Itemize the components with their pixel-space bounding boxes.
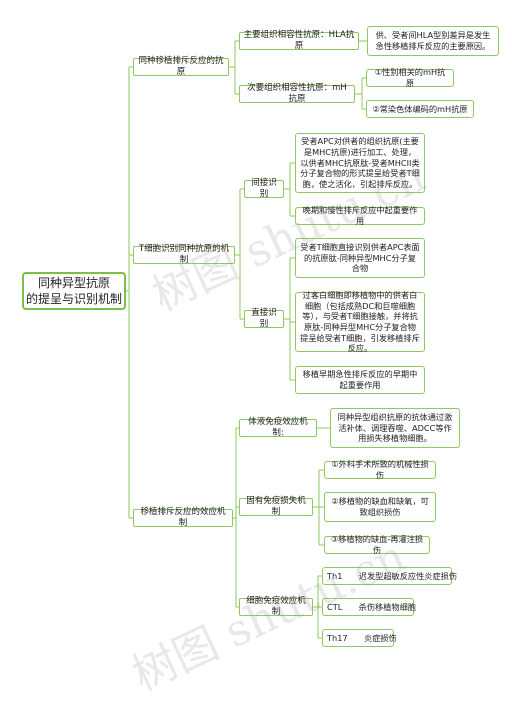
root-node[interactable]: 同种异型抗原 的提呈与识别机制 (22, 272, 126, 310)
leaf-direct-description[interactable]: 受者T细胞直接识别供者APC表面的抗原肽-同种异型MHC分子复合物 (295, 238, 425, 278)
leaf-text: Th17 炎症损伤 (327, 632, 397, 643)
branch-recognition[interactable]: T细胞识别同种抗原的机制 (133, 243, 235, 265)
leaf-text: 受者T细胞直接识别供者APC表面的抗原肽-同种异型MHC分子复合物 (300, 242, 420, 274)
leaf-text: 供、受者间HLA型别差异是发生急性移植排斥反应的主要原因。 (375, 30, 491, 51)
node-direct-recognition[interactable]: 直接识别 (244, 307, 284, 329)
node-indirect-recognition[interactable]: 间接识别 (244, 177, 284, 199)
node-label: 体液免疫效应机制: (248, 416, 308, 438)
leaf-text: 晚期和慢性排斥反应中起重要作用 (302, 205, 418, 226)
leaf-ctl[interactable]: CTL 杀伤移植物细胞 (322, 598, 416, 616)
leaf-ischemia-hypoxia[interactable]: ②移植物的缺血和缺氧，可致组织损伤 (324, 492, 436, 522)
node-label: 次要组织相容性抗原：mH抗原 (247, 82, 347, 104)
connector-lines (126, 40, 367, 639)
branch-antigens[interactable]: 同种移植排斥反应的抗原 (133, 55, 229, 77)
leaf-text: ①性别相关的mH抗原 (374, 67, 446, 88)
branch-effector[interactable]: 移植排斥反应的效应机制 (133, 506, 233, 528)
leaf-autosomal-mh[interactable]: ②常染色体编码的mH抗原 (366, 100, 474, 118)
leaf-th1[interactable]: Th1 迟发型超敏反应性炎症损伤 (322, 567, 457, 585)
leaf-indirect-description[interactable]: 受者APC对供者的组织抗原(主要是MHC抗原)进行加工、处理，以供者MHC抗原肽… (295, 133, 425, 193)
mindmap-canvas: 同种异型抗原 的提呈与识别机制 同种移植排斥反应的抗原 T细胞识别同种抗原的机制… (22, 26, 499, 701)
leaf-sex-linked-mh[interactable]: ①性别相关的mH抗原 (366, 67, 454, 88)
branch-label: T细胞识别同种抗原的机制 (138, 243, 230, 265)
leaf-text: ①外科手术所致的机械性损伤 (331, 459, 429, 480)
node-label: 主要组织相容性抗原：HLA抗原 (243, 29, 355, 51)
leaf-text: 过客白细胞即移植物中的供者白细胞（包括成熟DC和巨噬细胞等），与受者T细胞接触，… (300, 290, 420, 354)
node-label: 细胞免疫效应机制 (246, 595, 306, 617)
leaf-text: 移植早期急性排斥反应的早期中起重要作用 (302, 369, 418, 390)
leaf-indirect-role[interactable]: 晚期和慢性排斥反应中起重要作用 (295, 205, 425, 226)
leaf-text: Th1 迟发型超敏反应性炎症损伤 (327, 570, 458, 581)
node-humoral-mechanism[interactable]: 体液免疫效应机制: (239, 416, 317, 438)
node-label: 直接识别 (251, 307, 277, 329)
leaf-th17[interactable]: Th17 炎症损伤 (322, 629, 397, 647)
node-innate-mechanism[interactable]: 固有免疫损失机制 (239, 495, 313, 517)
leaf-text: ②移植物的缺血和缺氧，可致组织损伤 (331, 496, 429, 517)
leaf-surgical-injury[interactable]: ①外科手术所致的机械性损伤 (324, 459, 436, 480)
leaf-text: ③移植物的缺血-再灌注损伤 (330, 534, 424, 555)
node-major-histocompatibility[interactable]: 主要组织相容性抗原：HLA抗原 (239, 29, 359, 51)
leaf-antibody-mechanism[interactable]: 同种异型组织抗原的抗体通过激活补体、调理吞噬、ADCC等作用损失移植物细胞。 (330, 408, 460, 448)
leaf-passenger-leukocytes[interactable]: 过客白细胞即移植物中的供者白细胞（包括成熟DC和巨噬细胞等），与受者T细胞接触，… (295, 290, 425, 354)
node-label: 间接识别 (251, 177, 277, 199)
root-label: 同种异型抗原 的提呈与识别机制 (25, 275, 122, 306)
leaf-text: CTL 杀伤移植物细胞 (327, 601, 416, 612)
leaf-direct-role[interactable]: 移植早期急性排斥反应的早期中起重要作用 (295, 366, 425, 394)
leaf-text: 受者APC对供者的组织抗原(主要是MHC抗原)进行加工、处理，以供者MHC抗原肽… (300, 136, 420, 189)
leaf-text: ②常染色体编码的mH抗原 (372, 103, 468, 114)
branch-label: 同种移植排斥反应的抗原 (138, 55, 224, 77)
branch-label: 移植排斥反应的效应机制 (140, 506, 226, 528)
leaf-hla-difference[interactable]: 供、受者间HLA型别差异是发生急性移植排斥反应的主要原因。 (367, 26, 499, 56)
leaf-text: 同种异型组织抗原的抗体通过激活补体、调理吞噬、ADCC等作用损失移植物细胞。 (337, 412, 453, 444)
node-minor-histocompatibility[interactable]: 次要组织相容性抗原：mH抗原 (239, 82, 355, 104)
node-label: 固有免疫损失机制 (246, 495, 306, 517)
leaf-reperfusion-injury[interactable]: ③移植物的缺血-再灌注损伤 (324, 534, 430, 555)
node-cellular-mechanism[interactable]: 细胞免疫效应机制 (239, 595, 313, 617)
